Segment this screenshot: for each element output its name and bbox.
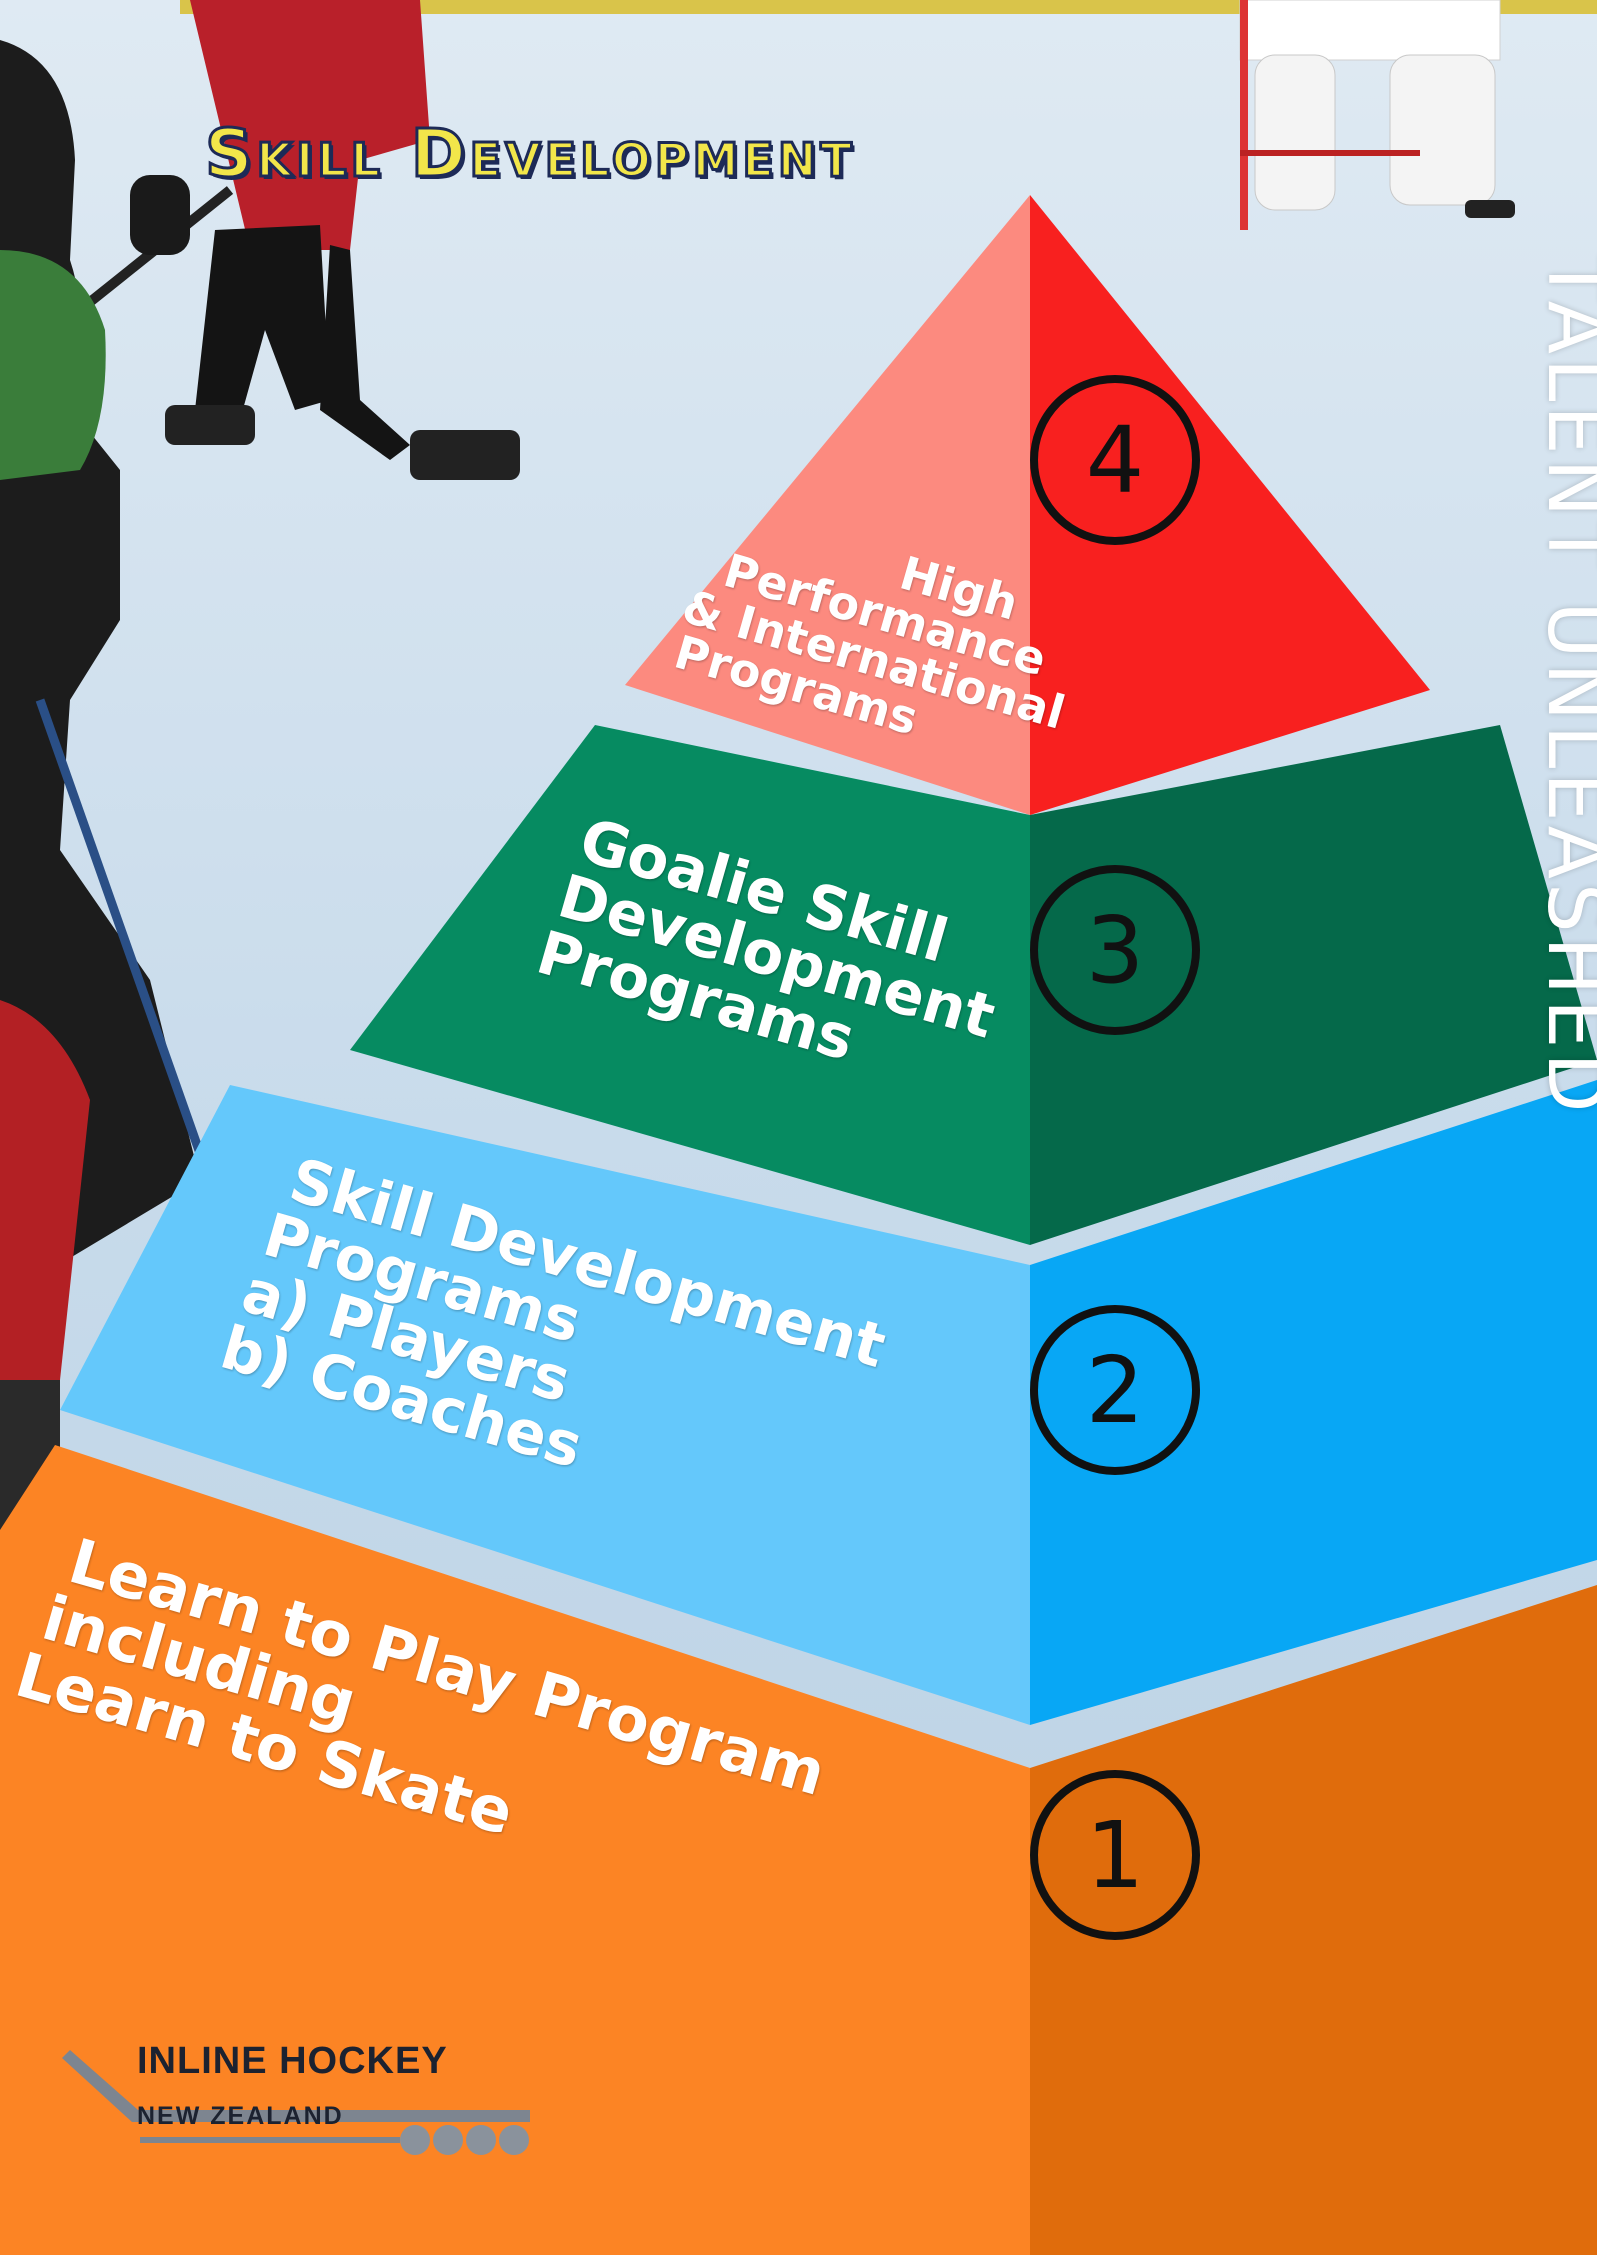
tier-2-right-face bbox=[1030, 1080, 1597, 1725]
inline-hockey-nz-logo: INLINE HOCKEY NEW ZEALAND bbox=[60, 2030, 540, 2150]
tier-1-number-badge: 1 bbox=[1030, 1770, 1200, 1940]
page-title: Skill Development bbox=[204, 114, 856, 194]
logo-line-1: INLINE HOCKEY bbox=[137, 2040, 448, 2082]
tier-1-left-face bbox=[0, 1445, 1030, 2268]
tier-2-left-face bbox=[60, 1085, 1030, 1725]
tier-3-number-badge: 3 bbox=[1030, 865, 1200, 1035]
logo-stick-graphic bbox=[62, 2050, 530, 2155]
tier-1-right-face bbox=[1030, 1585, 1597, 2268]
tier-4-left-face bbox=[625, 195, 1030, 815]
logo-line-2: NEW ZEALAND bbox=[137, 2102, 344, 2130]
tier-4-right-face bbox=[1030, 195, 1430, 815]
tier-3-right-face bbox=[1030, 725, 1597, 1245]
tier-2-number-badge: 2 bbox=[1030, 1305, 1200, 1475]
tier-4-number-badge: 4 bbox=[1030, 375, 1200, 545]
tier-3-left-face bbox=[350, 725, 1030, 1245]
skater-figure bbox=[76, 0, 520, 480]
vertical-tagline: TALENT UNLEASHED bbox=[1530, 255, 1597, 1117]
goalie-figure bbox=[1239, 0, 1515, 230]
